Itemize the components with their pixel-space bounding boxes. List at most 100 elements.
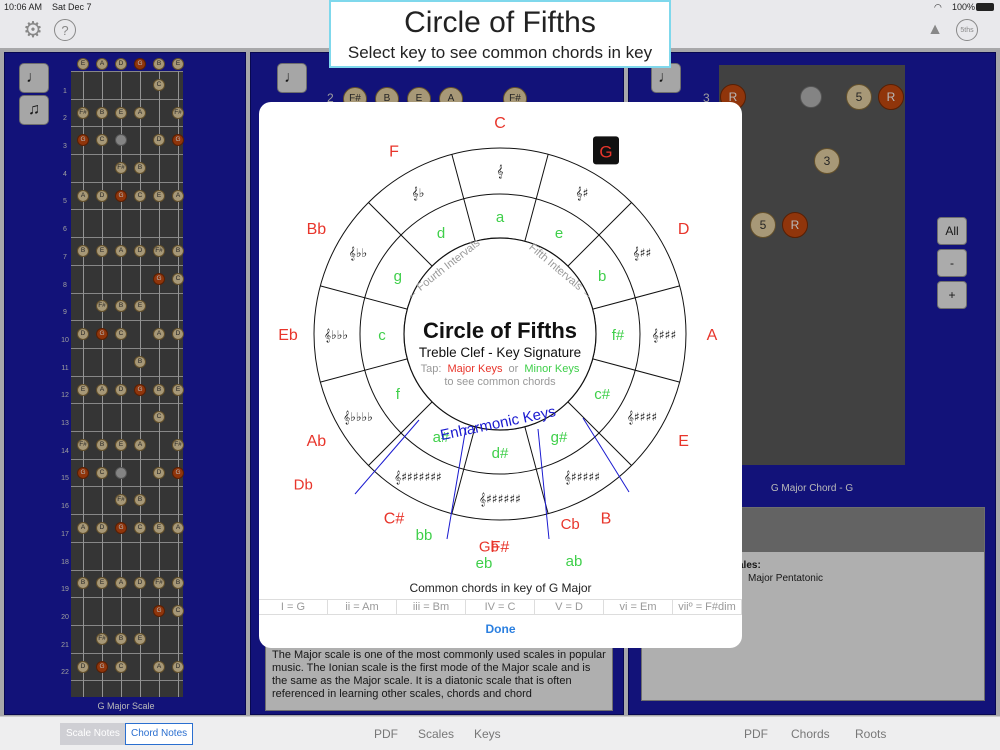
open-string-note[interactable]: G	[134, 58, 146, 70]
note-marker[interactable]: A	[134, 438, 146, 451]
notes-icon[interactable]: ♫	[19, 95, 49, 125]
chord-notes-toggle[interactable]: Chord Notes	[125, 723, 194, 745]
pdf-tab-right[interactable]: PDF	[744, 727, 768, 741]
selected-key[interactable]: G	[599, 142, 612, 161]
chord-cell[interactable]: IV = C	[466, 600, 535, 614]
chord-cell[interactable]: V = D	[535, 600, 604, 614]
note-marker[interactable]: E	[153, 522, 165, 535]
note-marker[interactable]: D	[77, 328, 89, 341]
note-marker[interactable]: B	[134, 355, 146, 368]
open-string-note[interactable]: B	[153, 58, 165, 70]
note-marker[interactable]: A	[172, 189, 184, 202]
fifth-marker[interactable]: 5	[750, 212, 776, 238]
note-marker[interactable]: F#	[153, 245, 165, 258]
note-marker[interactable]: G	[172, 134, 184, 147]
note-marker[interactable]: D	[77, 660, 89, 673]
minor-key-fsharp[interactable]: f#	[612, 327, 625, 344]
major-key-Csharp[interactable]: C#	[384, 511, 405, 528]
note-marker[interactable]: B	[115, 632, 127, 645]
major-key-E[interactable]: E	[678, 433, 689, 450]
note-marker[interactable]: A	[115, 577, 127, 590]
chord-cell[interactable]: I = G	[259, 600, 328, 614]
note-icon[interactable]: ♩	[19, 63, 49, 93]
note-marker[interactable]: A	[153, 328, 165, 341]
plus-button[interactable]: +	[937, 281, 967, 309]
done-button[interactable]: Done	[485, 622, 516, 636]
note-marker[interactable]: B	[77, 245, 89, 258]
chords-tab[interactable]: Chords	[791, 727, 830, 741]
minor-key-b[interactable]: b	[598, 268, 606, 285]
note-marker[interactable]: D	[134, 577, 146, 590]
chord-cell[interactable]: iii = Bm	[397, 600, 466, 614]
note-marker[interactable]: B	[134, 494, 146, 507]
root-marker[interactable]: R	[782, 212, 808, 238]
major-key-Ab[interactable]: Ab	[307, 433, 327, 450]
note-marker[interactable]: G	[134, 383, 146, 396]
metronome-icon[interactable]: ▲	[927, 21, 943, 38]
root-marker[interactable]: R	[878, 84, 904, 110]
note-marker[interactable]: C	[172, 272, 184, 285]
note-marker[interactable]: E	[115, 106, 127, 119]
enharmonic-major-key[interactable]: Db	[294, 476, 313, 493]
open-string-note[interactable]: A	[96, 58, 108, 70]
major-key-Bb[interactable]: Bb	[307, 221, 327, 238]
note-marker[interactable]: E	[96, 577, 108, 590]
help-icon[interactable]: ?	[54, 19, 76, 41]
note-marker[interactable]: B	[96, 106, 108, 119]
note-marker[interactable]: G	[172, 466, 184, 479]
note-marker[interactable]: G	[153, 272, 165, 285]
note-marker[interactable]: E	[134, 632, 146, 645]
note-marker[interactable]: F#	[77, 106, 89, 119]
minor-key-gsharp[interactable]: g#	[551, 429, 568, 446]
note-marker[interactable]: G	[77, 466, 89, 479]
note-marker[interactable]: G	[96, 328, 108, 341]
minor-key-dsharp[interactable]: d#	[492, 445, 509, 462]
note-marker[interactable]: C	[153, 78, 165, 91]
major-key-Fsharp[interactable]: F#	[491, 539, 510, 556]
note-marker[interactable]: C	[96, 134, 108, 147]
note-marker[interactable]: A	[96, 383, 108, 396]
note-marker[interactable]: F#	[153, 577, 165, 590]
note-marker[interactable]: B	[153, 383, 165, 396]
note-marker[interactable]: F#	[96, 300, 108, 313]
note-marker[interactable]	[115, 466, 127, 479]
note-marker[interactable]: C	[172, 605, 184, 618]
note-marker[interactable]: B	[96, 438, 108, 451]
note-marker[interactable]: C	[134, 522, 146, 535]
note-marker[interactable]: E	[153, 189, 165, 202]
major-key-D[interactable]: D	[678, 221, 690, 238]
note-marker[interactable]: D	[153, 466, 165, 479]
note-marker[interactable]: F#	[115, 161, 127, 174]
note-marker[interactable]: B	[172, 245, 184, 258]
note-marker[interactable]: F#	[172, 438, 184, 451]
minor-key-f[interactable]: f	[396, 386, 401, 403]
note-marker[interactable]: A	[134, 106, 146, 119]
chord-cell[interactable]: ii = Am	[328, 600, 397, 614]
chord-cell[interactable]: viiº = F#dim	[673, 600, 742, 614]
note-marker[interactable]: F#	[96, 632, 108, 645]
note-marker[interactable]: E	[172, 383, 184, 396]
enharmonic-minor-key[interactable]: ab	[566, 553, 583, 570]
note-marker[interactable]: C	[96, 466, 108, 479]
minor-key-d[interactable]: d	[437, 225, 445, 242]
note-marker[interactable]: G	[77, 134, 89, 147]
note-marker[interactable]: C	[134, 189, 146, 202]
fifth-marker[interactable]: 5	[846, 84, 872, 110]
note-marker[interactable]: E	[77, 383, 89, 396]
minor-key-c[interactable]: c	[378, 327, 386, 344]
scales-tab[interactable]: Scales	[418, 727, 455, 741]
note-marker[interactable]: G	[153, 605, 165, 618]
note-icon-mid[interactable]: ♩	[277, 63, 307, 93]
keys-tab[interactable]: Keys	[474, 727, 501, 741]
note-marker[interactable]: D	[96, 522, 108, 535]
enharmonic-major-key[interactable]: Cb	[561, 516, 580, 533]
major-key-F[interactable]: F	[389, 143, 399, 160]
enharmonic-minor-key[interactable]: eb	[476, 555, 493, 572]
major-key-B[interactable]: B	[601, 511, 612, 528]
note-marker[interactable]: D	[172, 328, 184, 341]
muted-marker[interactable]	[800, 86, 822, 108]
note-marker[interactable]: G	[96, 660, 108, 673]
enharmonic-minor-key[interactable]: bb	[416, 527, 433, 544]
note-marker[interactable]: A	[172, 522, 184, 535]
note-marker[interactable]: A	[77, 522, 89, 535]
